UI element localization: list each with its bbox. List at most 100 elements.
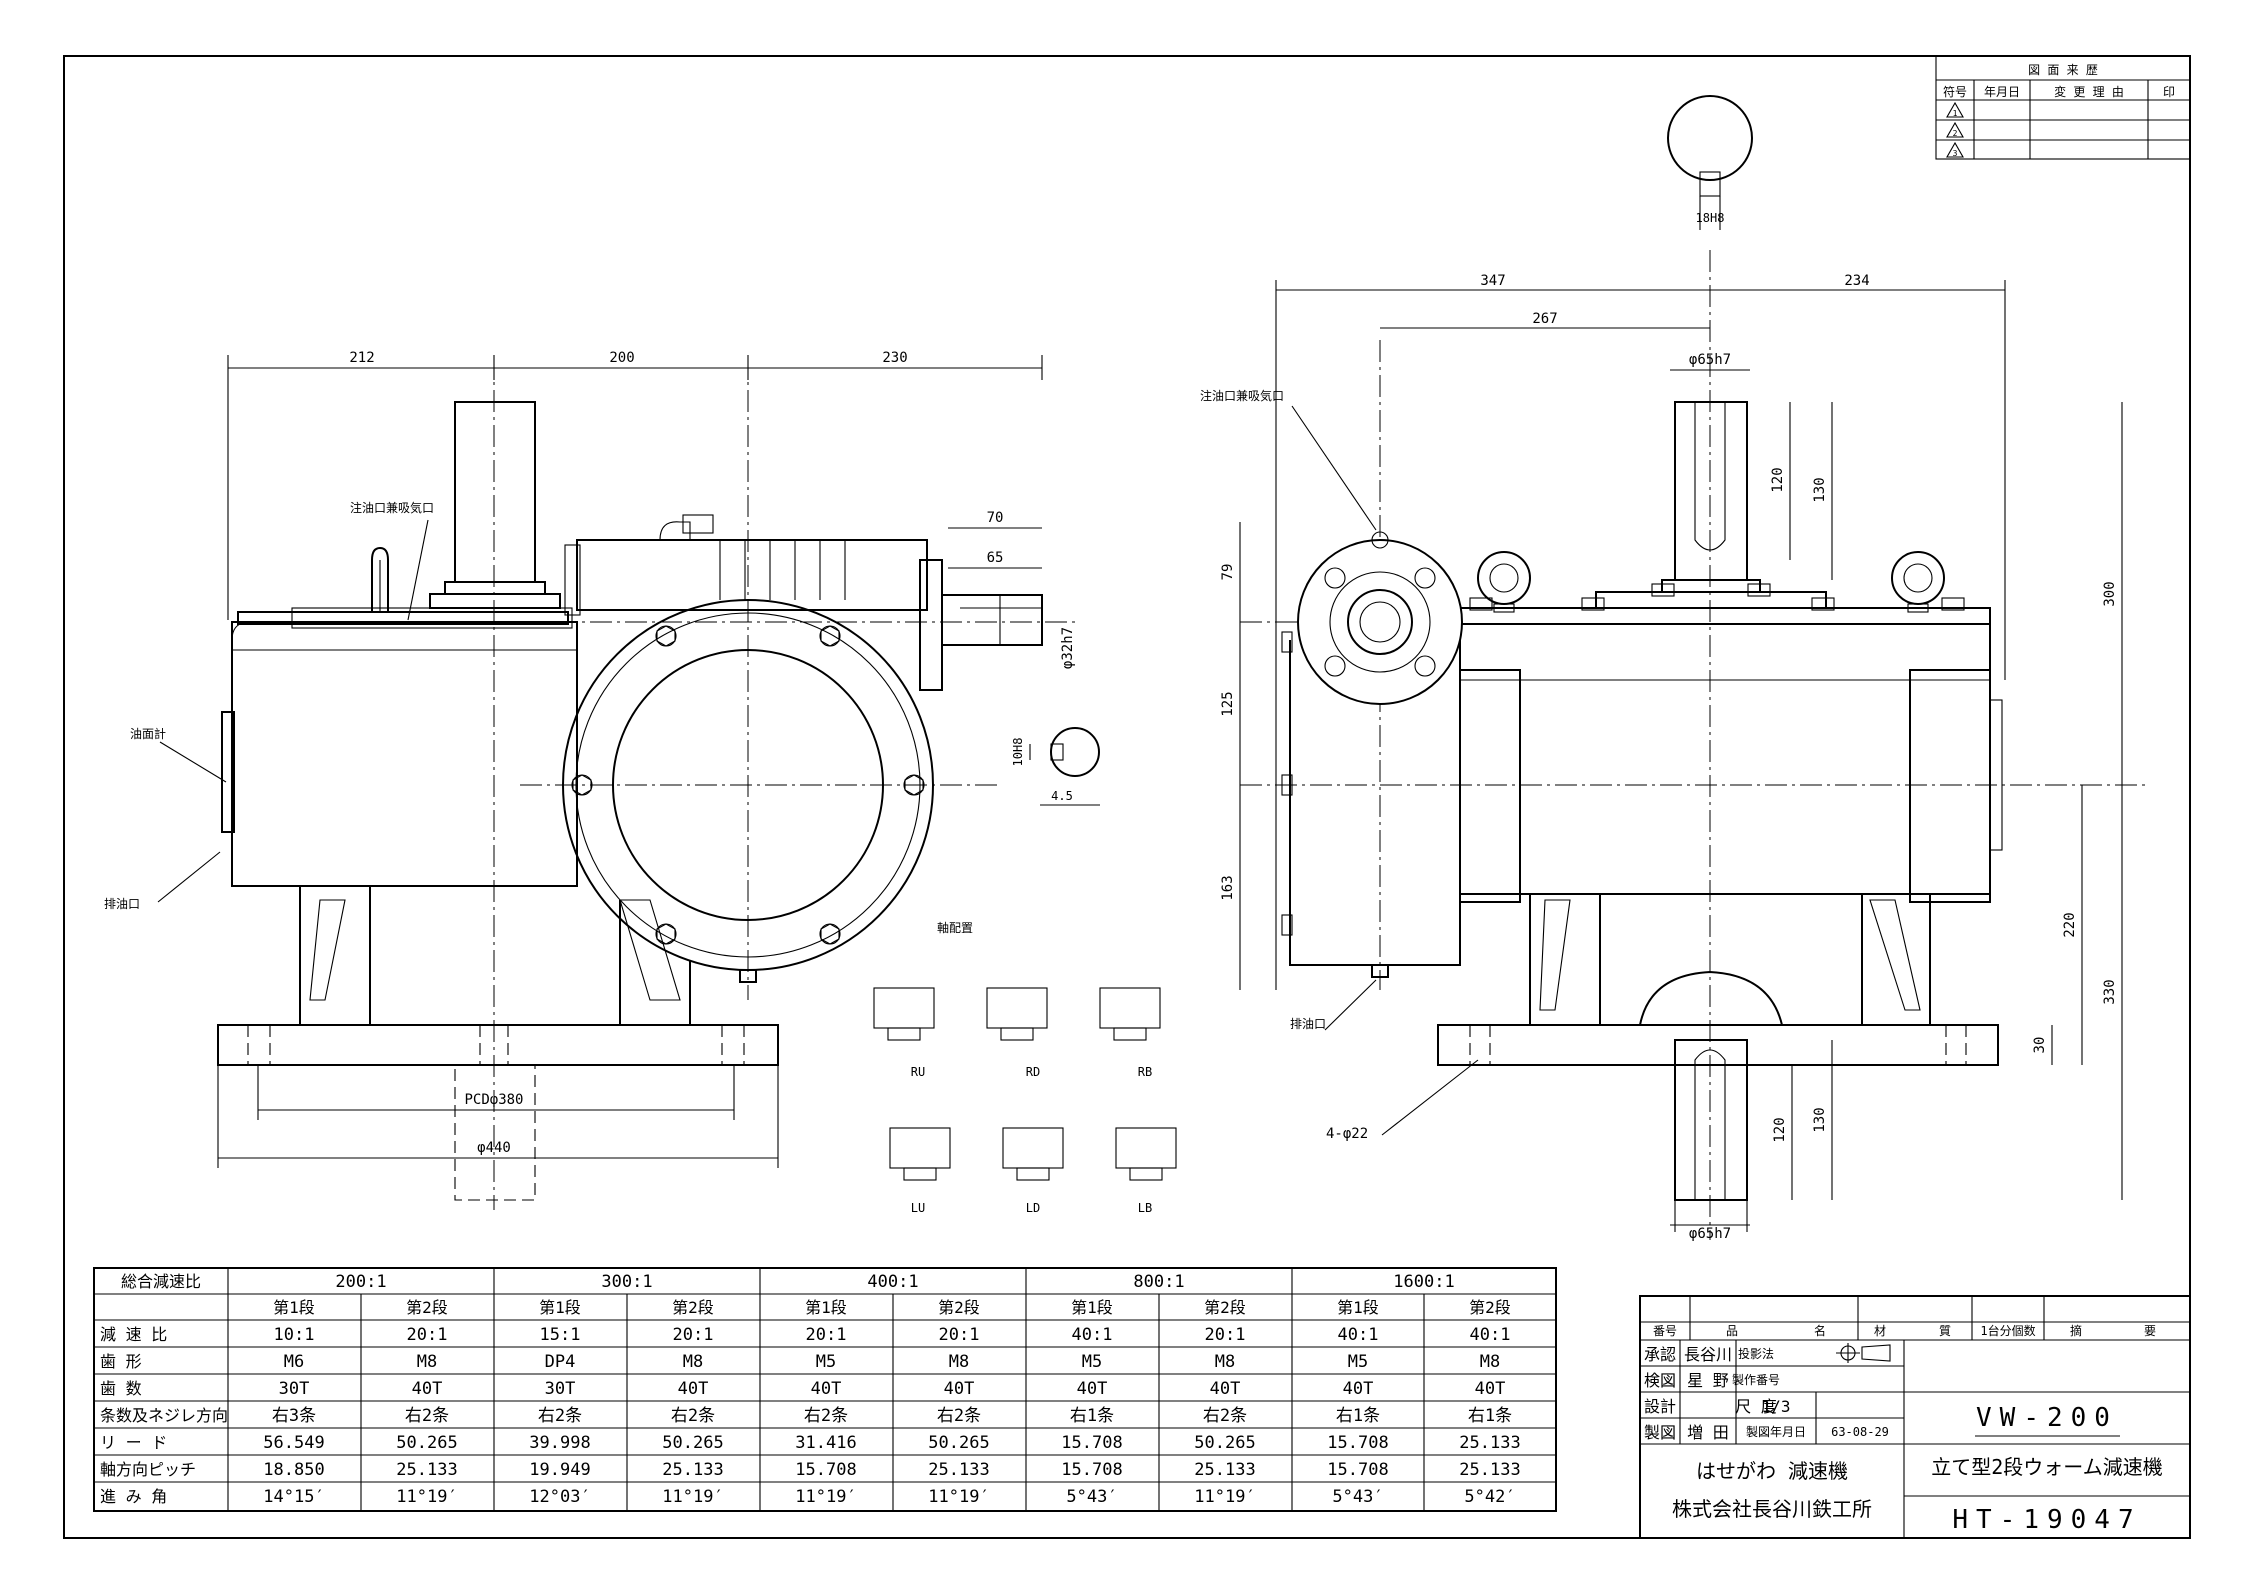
spec-cell: 20:1	[407, 1325, 448, 1345]
spec-cell: 右2条	[1203, 1406, 1247, 1426]
spec-cell: 右2条	[804, 1406, 848, 1426]
spec-cell: M6	[284, 1352, 304, 1372]
spec-cell: M8	[1215, 1352, 1235, 1372]
revision-mark-1: 1	[1953, 109, 1958, 118]
stage-header: 第2段	[406, 1298, 448, 1317]
revision-header-reason: 変 更 理 由	[2054, 84, 2124, 99]
draft-date: 63-08-29	[1831, 1425, 1889, 1439]
projection-label: 投影法	[1738, 1346, 1774, 1361]
stage-header: 第1段	[1337, 1298, 1379, 1317]
spec-cell: 40T	[1077, 1379, 1108, 1399]
dim-163: 163	[1220, 875, 1236, 900]
arrangement-ld: LD	[1026, 1201, 1040, 1215]
spec-cell: 19.949	[529, 1460, 590, 1480]
arrangement-lb: LB	[1138, 1201, 1152, 1215]
spec-cell: 20:1	[806, 1325, 847, 1345]
spec-cell: 56.549	[263, 1433, 324, 1453]
dim-base440: φ440	[477, 1140, 511, 1156]
spec-cell: 右1条	[1468, 1406, 1512, 1426]
spec-cell: M8	[1480, 1352, 1500, 1372]
label-oil-inlet: 注油口兼吸気口	[350, 500, 434, 515]
parts-header-mat2: 質	[1939, 1323, 1951, 1338]
dim-234: 234	[1844, 273, 1869, 289]
spec-cell: 25.133	[1459, 1460, 1520, 1480]
stage-header: 第2段	[1204, 1298, 1246, 1317]
stage-header: 第1段	[805, 1298, 847, 1317]
spec-cell: M8	[683, 1352, 703, 1372]
spec-cell: M5	[1082, 1352, 1102, 1372]
dim-347: 347	[1480, 273, 1505, 289]
revision-triangle-icon	[1946, 141, 1964, 158]
spec-table: 総合減速比 200:1 300:1 400:1 800:1 1600:1 第1段…	[93, 1267, 1557, 1512]
parts-header-no: 番号	[1653, 1324, 1677, 1338]
spec-cell: 右1条	[1336, 1406, 1380, 1426]
stage-header: 第2段	[672, 1298, 714, 1317]
stage-header: 第1段	[1071, 1298, 1113, 1317]
spec-cell: 20:1	[673, 1325, 714, 1345]
front-view: 212 200 230	[104, 350, 1100, 1210]
table-corner: 総合減速比	[121, 1272, 201, 1291]
spec-cell: 40T	[678, 1379, 709, 1399]
spec-cell: 18.850	[263, 1460, 324, 1480]
revision-header-date: 年月日	[1984, 85, 2020, 99]
parts-header-note1: 摘	[2070, 1323, 2082, 1338]
stage-header: 第1段	[539, 1298, 581, 1317]
spec-row-label: 軸方向ピッチ	[100, 1460, 196, 1479]
dim-120-bottom: 120	[1772, 1117, 1788, 1142]
product-name: 立て型2段ウォーム減速機	[1931, 1455, 2162, 1479]
dim-30: 30	[2032, 1037, 2048, 1054]
spec-cell: 20:1	[1205, 1325, 1246, 1345]
parts-header-name2: 名	[1814, 1323, 1826, 1338]
revision-triangle-icon	[1946, 101, 1964, 118]
arrangement-rd: RD	[1026, 1065, 1040, 1079]
spec-cell: 50.265	[1194, 1433, 1255, 1453]
spec-cell: M5	[816, 1352, 836, 1372]
parts-header-note2: 要	[2144, 1324, 2156, 1338]
name-draft: 増 田	[1687, 1423, 1729, 1442]
spec-cell: 11°19′	[396, 1487, 457, 1507]
parts-header-name1: 品	[1726, 1324, 1738, 1338]
spec-cell: 14°15′	[263, 1487, 324, 1507]
spec-cell: 30T	[545, 1379, 576, 1399]
model-number: VW-200	[1976, 1403, 2118, 1433]
ratio-300: 300:1	[601, 1272, 652, 1292]
spec-row-label: 歯 数	[100, 1379, 142, 1398]
spec-cell: 40T	[944, 1379, 975, 1399]
dim-267: 267	[1532, 311, 1557, 327]
spec-cell: 25.133	[396, 1460, 457, 1480]
dim-shaft32: φ32h7	[1060, 627, 1076, 669]
spec-cell: 15.708	[1061, 1433, 1122, 1453]
spec-cell: 20:1	[939, 1325, 980, 1345]
spec-cell: 右2条	[671, 1406, 715, 1426]
dim-key45: 4.5	[1051, 789, 1073, 803]
label-bolt-holes: 4-φ22	[1326, 1126, 1368, 1142]
dim-130-top: 130	[1812, 477, 1828, 502]
role-check: 検図	[1644, 1371, 1676, 1390]
dim-65: 65	[987, 550, 1004, 566]
dim-70: 70	[987, 510, 1004, 526]
title-block: 番号 品 名 材 質 1台分個数 摘 要 承認 検図 設計 製図 長谷川 星 野…	[1639, 1295, 2191, 1539]
shaft-arrangement: 軸配置 RU RD RB LU LD LB	[873, 921, 1177, 1215]
revision-block: 図 面 来 歴 符号 年月日 変 更 理 由 印 1 2 3	[1935, 55, 2191, 160]
label-drain-side: 排油口	[1290, 1017, 1326, 1031]
stage-header: 第2段	[1469, 1298, 1511, 1317]
serial-label: 製作番号	[1732, 1373, 1780, 1387]
dim-shaft65-bottom: φ65h7	[1689, 1226, 1731, 1242]
spec-row-label: 減 速 比	[100, 1325, 167, 1344]
dim-125: 125	[1220, 691, 1236, 716]
spec-cell: 15.708	[1061, 1460, 1122, 1480]
label-oil-inlet-side: 注油口兼吸気口	[1200, 388, 1284, 403]
role-draft: 製図	[1644, 1423, 1676, 1442]
name-approve: 長谷川	[1684, 1345, 1732, 1364]
spec-cell: 31.416	[795, 1433, 856, 1453]
spec-cell: 50.265	[928, 1433, 989, 1453]
side-view: 18H8 347 234 267 φ65h7	[1200, 95, 2150, 1242]
brand-name: はせがわ 減速機	[1696, 1459, 1848, 1483]
date-label: 製図年月日	[1746, 1425, 1806, 1439]
spec-cell: 10:1	[274, 1325, 315, 1345]
spec-cell: 右3条	[272, 1406, 316, 1426]
dim-79: 79	[1220, 564, 1236, 581]
spec-cell: 5°42′	[1464, 1487, 1515, 1507]
role-design: 設計	[1644, 1397, 1676, 1416]
